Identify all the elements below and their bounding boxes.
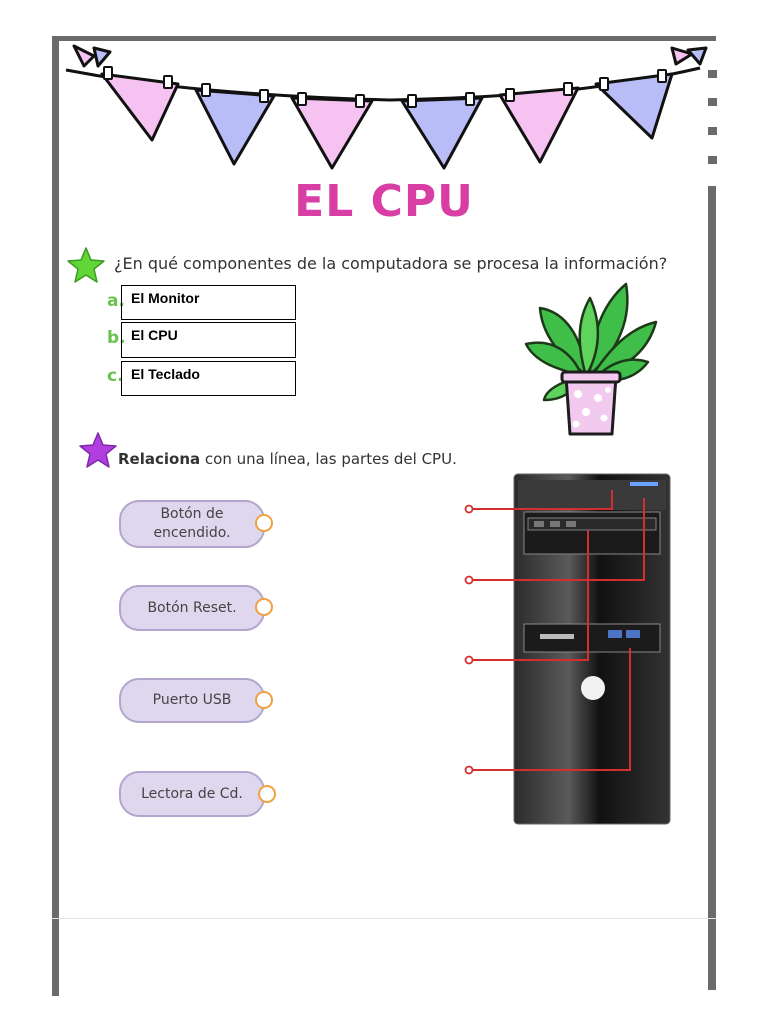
question-text: ¿En qué componentes de la computadora se…: [114, 254, 668, 273]
option-a-box[interactable]: El Monitor: [121, 285, 296, 320]
connector-ring[interactable]: [255, 514, 273, 532]
green-star-icon: [67, 247, 105, 283]
frame-dash: [708, 156, 717, 164]
part-label-usb-port: Puerto USB: [119, 678, 265, 723]
computer-tower-icon: [464, 473, 671, 825]
purple-star-icon: [79, 432, 117, 468]
connector-ring[interactable]: [255, 598, 273, 616]
bunting-banner-icon: [65, 44, 708, 170]
option-letter: c.: [107, 366, 124, 386]
potted-plant-icon: [524, 282, 658, 436]
option-letter: a.: [107, 291, 125, 311]
connector-ring[interactable]: [255, 691, 273, 709]
frame-dash: [708, 127, 717, 135]
page-frame: [52, 36, 716, 996]
instruction-text: Relaciona con una línea, las partes del …: [118, 450, 457, 468]
page-frame-right: [708, 186, 716, 990]
option-b-box[interactable]: El CPU: [121, 322, 296, 358]
frame-dash: [708, 98, 717, 106]
part-label-cd-reader: Lectora de Cd.: [119, 771, 265, 817]
part-label-reset-button: Botón Reset.: [119, 585, 265, 631]
page-divider: [52, 918, 716, 919]
option-letter: b.: [107, 328, 126, 348]
frame-dash: [708, 70, 717, 78]
option-c-box[interactable]: El Teclado: [121, 361, 296, 396]
connector-ring[interactable]: [258, 785, 276, 803]
page-title: EL CPU: [294, 176, 474, 227]
